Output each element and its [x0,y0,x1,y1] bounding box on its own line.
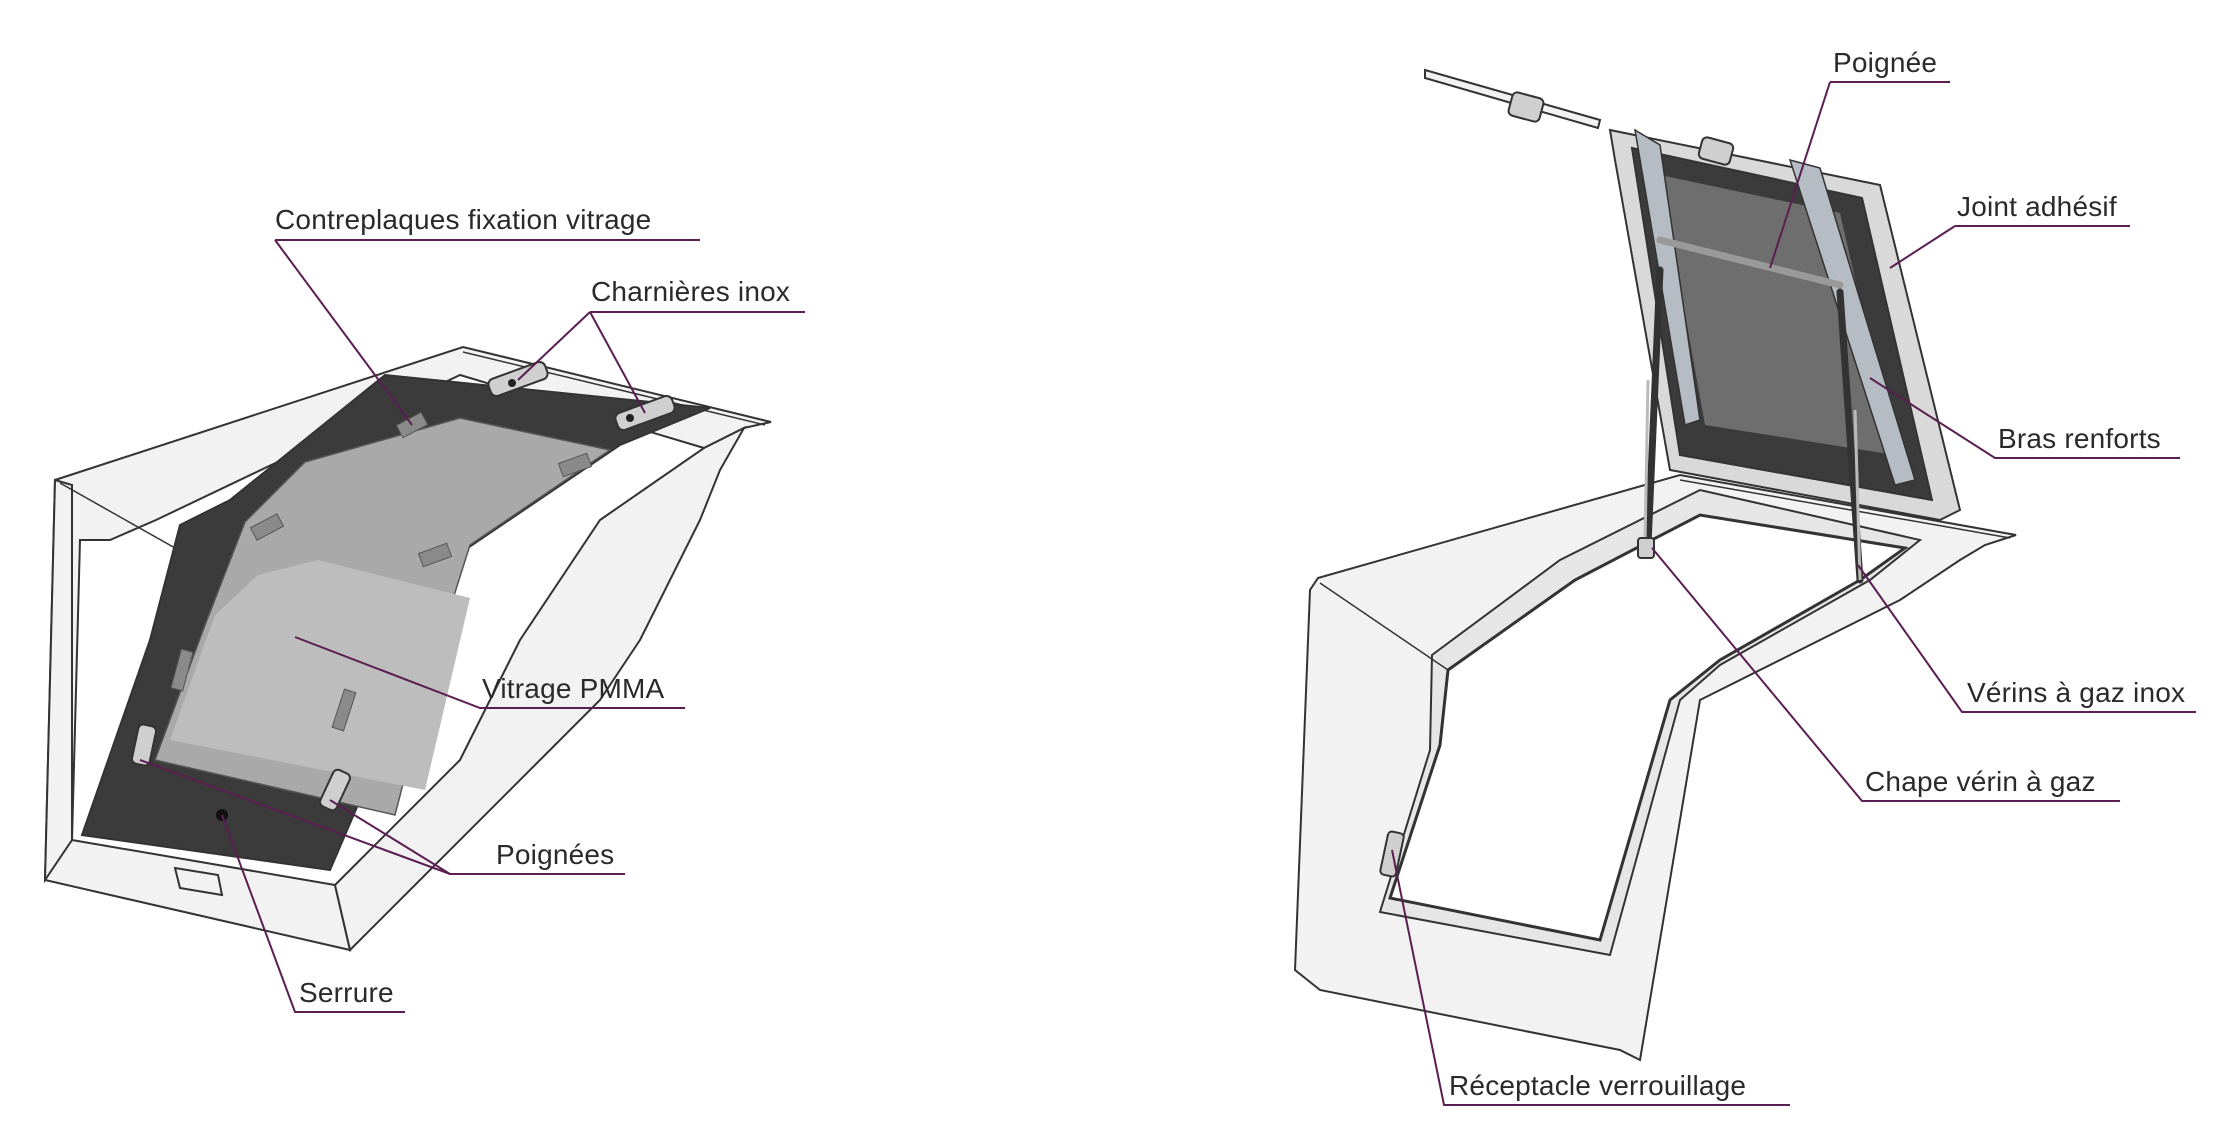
open-frame-edge [1319,582,1449,671]
open-hinge [1697,136,1735,166]
label-chape-verin-a-gaz: Chape vérin à gaz [1865,766,2096,797]
label-contreplaques-fixation-vitrage: Contreplaques fixation vitrage [275,204,652,235]
closed-glass-highlight [170,560,470,790]
leader-joint [1889,225,1956,269]
leader-receptacle [1391,849,1790,1106]
label-bras-renforts: Bras renforts [1998,423,2161,454]
open-hatch-drawing [1293,68,2017,1062]
retaining-plate [557,452,593,478]
retaining-plate [249,513,285,541]
gas-strut [1644,266,1664,549]
leader-contreplaques [274,239,413,426]
leader-poignee [1769,81,1831,269]
gas-strut-rod [1853,409,1862,581]
label-poignees: Poignées [496,839,615,870]
gas-strut [1836,288,1864,584]
leader-verins [1857,564,2196,713]
label-poignee: Poignée [1833,47,1938,78]
open-opening [1388,513,1909,942]
closed-hatch-drawing [43,345,772,952]
label-charnieres-inox: Charnières inox [591,276,791,307]
retaining-plate [170,648,194,692]
label-serrure: Serrure [299,977,394,1008]
leader-charnieres [589,311,646,414]
open-frame-edge [1679,479,2011,539]
leader-poignees [329,799,451,875]
closed-handle [130,723,158,767]
closed-frame-edge [59,482,176,549]
leader-serrure [221,814,405,1013]
leader-lines [139,81,2196,1106]
closed-handle [319,768,351,812]
closed-frame-edge [462,351,766,426]
open-handle-bar [1656,236,1844,289]
reinforcement-arm [1633,128,1701,426]
leader-bras [1869,377,2180,459]
gas-strut-rod [1643,379,1650,546]
retaining-plate [417,542,453,568]
label-vitrage-pmma: Vitrage PMMA [482,673,665,704]
leader-vitrage [294,636,685,709]
closed-frame-side-right [333,425,747,952]
reinforcement-arm [1788,158,1916,486]
label-verins-a-gaz-inox: Vérins à gaz inox [1967,677,2186,708]
label-receptacle-verrouillage: Réceptacle verrouillage [1449,1070,1747,1101]
label-joint-adhesif: Joint adhésif [1957,191,2117,222]
leader-chape [1651,547,2120,802]
leader-charnieres [517,311,591,381]
open-hinge [1507,91,1545,123]
retaining-plate [331,688,357,732]
closed-frame-side-left [43,478,73,884]
closed-catch [173,866,224,897]
strut-clevis [1637,537,1655,559]
